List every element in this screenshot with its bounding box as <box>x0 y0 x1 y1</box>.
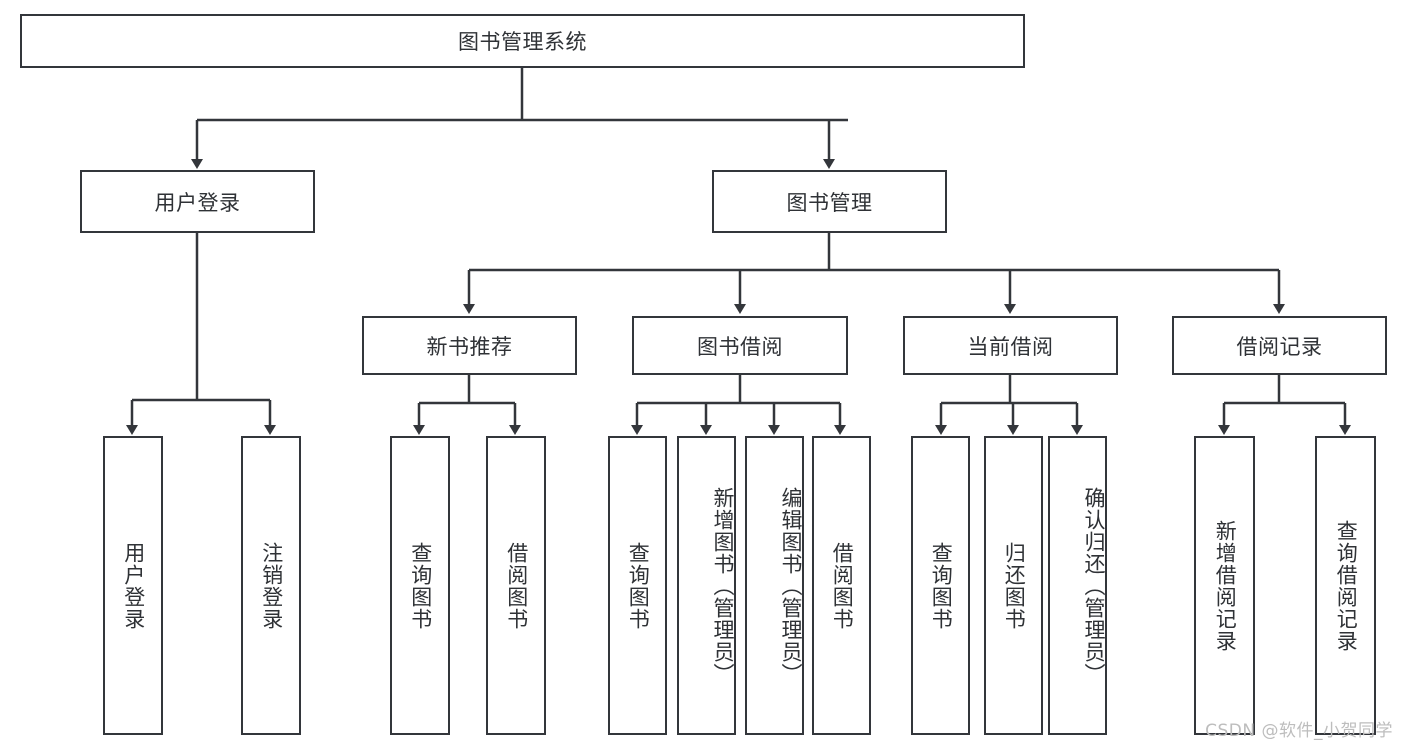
node-leaf-add-book[interactable]: 新增图书（管理员） <box>677 436 736 735</box>
node-root[interactable]: 图书管理系统 <box>20 14 1025 68</box>
node-leaf-query-book-1[interactable]: 查询图书 <box>390 436 450 735</box>
node-leaf-borrow-book-2[interactable]: 借阅图书 <box>812 436 871 735</box>
node-user-login-label: 用户登录 <box>154 190 241 215</box>
node-leaf-add-record-label: 新增借阅记录 <box>1213 519 1238 652</box>
node-book-manage-label: 图书管理 <box>786 190 873 215</box>
node-leaf-return-book[interactable]: 归还图书 <box>984 436 1043 735</box>
node-new-book-recommend[interactable]: 新书推荐 <box>362 316 577 375</box>
node-borrow-record-label: 借阅记录 <box>1236 334 1323 359</box>
node-leaf-query-book-1-label: 查询图书 <box>408 541 433 630</box>
csdn-watermark: CSDN @软件_小贺同学 <box>1205 721 1393 741</box>
node-book-borrow-label: 图书借阅 <box>697 334 783 359</box>
node-current-borrow-label: 当前借阅 <box>967 334 1054 359</box>
node-leaf-user-login[interactable]: 用户登录 <box>103 436 163 735</box>
node-leaf-confirm-return-label: 确认归还（管理员） <box>1082 486 1106 685</box>
node-user-login[interactable]: 用户登录 <box>80 170 315 233</box>
node-leaf-user-login-label: 用户登录 <box>121 541 146 630</box>
node-leaf-confirm-return[interactable]: 确认归还（管理员） <box>1048 436 1107 735</box>
node-leaf-borrow-book-1[interactable]: 借阅图书 <box>486 436 546 735</box>
node-leaf-add-book-label: 新增图书（管理员） <box>711 486 735 685</box>
node-leaf-query-book-3[interactable]: 查询图书 <box>911 436 970 735</box>
node-book-borrow[interactable]: 图书借阅 <box>632 316 848 375</box>
node-leaf-edit-book[interactable]: 编辑图书（管理员） <box>745 436 804 735</box>
node-borrow-record[interactable]: 借阅记录 <box>1172 316 1387 375</box>
node-root-label: 图书管理系统 <box>458 30 587 54</box>
node-book-manage[interactable]: 图书管理 <box>712 170 947 233</box>
node-leaf-borrow-book-1-label: 借阅图书 <box>504 541 529 630</box>
node-leaf-borrow-book-2-label: 借阅图书 <box>830 541 855 630</box>
node-leaf-edit-book-label: 编辑图书（管理员） <box>779 486 803 685</box>
node-leaf-query-book-2[interactable]: 查询图书 <box>608 436 667 735</box>
node-leaf-query-record[interactable]: 查询借阅记录 <box>1315 436 1376 735</box>
node-leaf-add-record[interactable]: 新增借阅记录 <box>1194 436 1255 735</box>
node-leaf-return-book-label: 归还图书 <box>1002 541 1027 630</box>
node-leaf-logout-label: 注销登录 <box>259 541 284 630</box>
node-current-borrow[interactable]: 当前借阅 <box>903 316 1118 375</box>
node-leaf-query-book-2-label: 查询图书 <box>626 541 651 630</box>
node-leaf-query-record-label: 查询借阅记录 <box>1334 519 1359 652</box>
node-leaf-query-book-3-label: 查询图书 <box>929 541 954 630</box>
node-new-book-recommend-label: 新书推荐 <box>426 334 513 359</box>
node-leaf-logout[interactable]: 注销登录 <box>241 436 301 735</box>
